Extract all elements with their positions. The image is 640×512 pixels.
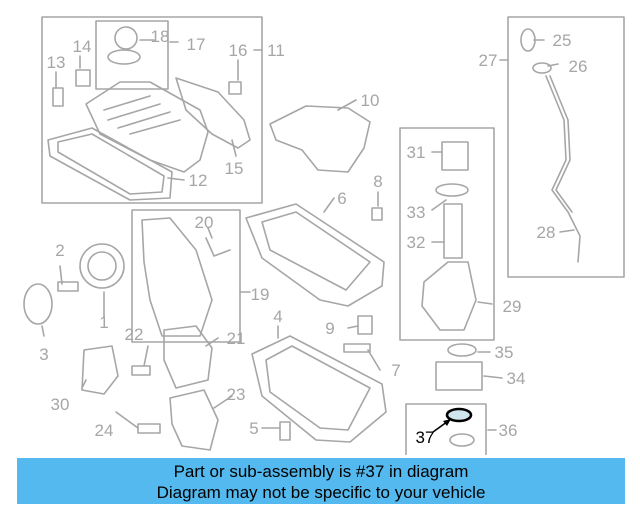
- callout-1: 1: [99, 313, 108, 332]
- info-banner: Part or sub-assembly is #37 in diagram D…: [17, 458, 625, 504]
- callout-27: 27: [479, 51, 498, 70]
- part-16-shape: [228, 81, 242, 95]
- callout-35: 35: [495, 343, 514, 362]
- callout-24: 24: [95, 421, 114, 440]
- dipstick-seal-shape: [532, 62, 552, 74]
- callout-30: 30: [51, 395, 70, 414]
- filter-housing-shape: [421, 261, 477, 331]
- callout-14: 14: [73, 37, 92, 56]
- callout-20: 20: [195, 213, 214, 232]
- valve-cover-gasket-inner: [57, 133, 165, 195]
- callout-15: 15: [225, 159, 244, 178]
- oil-filter-group-box: [399, 127, 495, 341]
- banner-line-2: Diagram may not be specific to your vehi…: [156, 483, 486, 502]
- part-36-group-box: [405, 403, 487, 455]
- callout-23: 23: [227, 385, 246, 404]
- callout-28: 28: [537, 223, 556, 242]
- part-13-shape: [52, 87, 64, 107]
- part-37-oring: [445, 407, 473, 423]
- timing-cover-shape: [141, 217, 213, 337]
- part-14-shape: [75, 69, 91, 87]
- callout-16: 16: [229, 41, 248, 60]
- part-7-shape: [343, 343, 371, 353]
- callout-5: 5: [249, 419, 258, 438]
- oil-cap-group-box: [95, 20, 169, 90]
- upper-oil-pan-shape: [245, 203, 385, 307]
- callout-11: 11: [267, 41, 285, 60]
- callout-25: 25: [553, 31, 572, 50]
- callout-21: 21: [227, 329, 246, 348]
- oil-cooler-shape: [435, 361, 483, 391]
- part-10-shape: [269, 105, 371, 173]
- callout-18: 18: [151, 27, 170, 46]
- timing-cover-group-box: [131, 209, 241, 343]
- dipstick-tube-shape-2: [549, 75, 573, 213]
- oil-cap-seal-shape: [107, 49, 141, 65]
- callout-2: 2: [55, 241, 64, 260]
- callout-7: 7: [391, 361, 400, 380]
- callout-22: 22: [125, 325, 144, 344]
- heat-shield-shape: [175, 77, 251, 149]
- callout-9: 9: [325, 319, 334, 338]
- valve-cover-ribs: [103, 95, 181, 135]
- leader-lines: [41, 39, 575, 431]
- callout-19: 19: [251, 285, 270, 304]
- parts-diagram: 1 2 3 4 5 6 7 8 9 10 11 12 13 14 15 16 1…: [23, 16, 625, 455]
- part-21-shape: [163, 325, 213, 389]
- part-22-bolt-shape: [131, 365, 151, 376]
- callout-8: 8: [373, 172, 382, 191]
- upper-oil-pan-inner: [261, 211, 371, 291]
- part-36-shape: [449, 433, 475, 447]
- part-2-bolt-shape: [57, 281, 79, 292]
- oil-cap-shape: [114, 26, 138, 50]
- pulley-inner: [87, 251, 117, 281]
- callout-4: 4: [273, 307, 282, 326]
- callout-6: 6: [337, 189, 346, 208]
- dipstick-handle-shape: [520, 28, 536, 52]
- dipstick-tube-shape: [545, 75, 581, 263]
- part-33-seal-shape: [435, 183, 469, 197]
- callout-3: 3: [39, 345, 48, 364]
- dipstick-group-box: [507, 16, 625, 278]
- crank-seal-shape: [23, 283, 53, 325]
- callout-12: 12: [189, 171, 208, 190]
- part-23-shape: [169, 389, 219, 451]
- part-9-shape: [357, 315, 373, 335]
- lower-oil-pan-inner: [265, 345, 371, 431]
- callout-36: 36: [499, 421, 518, 440]
- part-20-shape: [205, 237, 231, 257]
- callout-32: 32: [407, 233, 426, 252]
- part-24-bolt-shape: [137, 423, 161, 434]
- lower-oil-pan-shape: [251, 335, 387, 443]
- valve-cover-group-box: [41, 16, 263, 204]
- part-30-shape: [81, 345, 119, 395]
- banner-line-1: Part or sub-assembly is #37 in diagram: [173, 462, 469, 481]
- part-5-shape: [279, 421, 291, 441]
- callout-37: 37: [416, 428, 435, 447]
- callout-33: 33: [407, 203, 426, 222]
- filter-cap-shape: [441, 141, 469, 171]
- callout-26: 26: [569, 57, 588, 76]
- callout-34: 34: [507, 369, 526, 388]
- callout-31: 31: [407, 143, 426, 162]
- filter-element-shape: [443, 203, 463, 259]
- callout-29: 29: [503, 297, 522, 316]
- part-8-shape: [371, 207, 383, 221]
- part-37-arrowhead: [443, 419, 451, 426]
- part-35-seal-shape: [447, 343, 477, 357]
- callout-10: 10: [361, 91, 380, 110]
- callout-17: 17: [187, 35, 206, 54]
- pulley-shape: [79, 243, 125, 289]
- valve-cover-gasket-shape: [47, 127, 173, 201]
- callout-13: 13: [47, 53, 66, 72]
